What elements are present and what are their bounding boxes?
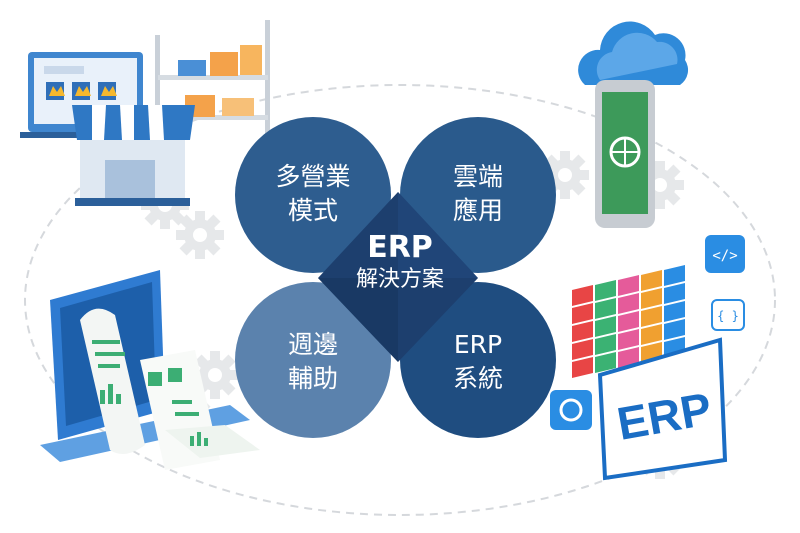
- color-tile: [572, 303, 593, 324]
- color-tile: [618, 347, 639, 368]
- laptop-receipt-illustration-icon: [40, 270, 260, 470]
- petal-bottom-left-label: 週邊 輔助: [253, 328, 373, 396]
- petal-bottom-right-line1: ERP: [453, 330, 503, 359]
- color-tile: [664, 319, 685, 340]
- center-subtitle: 解決方案: [355, 267, 444, 292]
- color-tile: [618, 329, 639, 350]
- color-tile: [618, 311, 639, 332]
- petal-bottom-left-line1: 週邊: [287, 330, 338, 359]
- color-tile: [664, 283, 685, 304]
- braces-badge: { }: [717, 309, 739, 323]
- erp-dashboard-illustration-icon: </> { } ERP: [550, 235, 745, 481]
- petal-bottom-right: [400, 282, 556, 438]
- color-tile: [595, 280, 616, 301]
- petal-bottom-right-line2: 系統: [452, 364, 503, 393]
- store-illustration-icon: [20, 20, 270, 206]
- petal-bottom-left-line2: 輔助: [287, 364, 338, 393]
- color-tile: [664, 265, 685, 286]
- color-tile: [595, 298, 616, 319]
- color-tile: [641, 306, 662, 327]
- code-badge: </>: [712, 248, 737, 264]
- petal-top-right-label: 雲端 應用: [418, 160, 538, 228]
- color-tile: [572, 339, 593, 360]
- color-tile: [595, 334, 616, 355]
- color-tile: [572, 357, 593, 378]
- color-tile: [664, 301, 685, 322]
- color-tile: [572, 285, 593, 306]
- petal-top-right-line1: 雲端: [452, 162, 503, 191]
- petal-top-left-label: 多營業 模式: [253, 160, 373, 228]
- color-tile: [595, 352, 616, 373]
- center-label: ERP 解決方案: [330, 230, 470, 294]
- orbit-ring: [24, 84, 776, 516]
- petal-top-right-line2: 應用: [452, 196, 503, 225]
- petal-top-left-line1: 多營業: [275, 162, 351, 191]
- petal-top-left: [235, 117, 391, 273]
- color-tile: [641, 288, 662, 309]
- center-title: ERP: [367, 230, 433, 265]
- petal-top-left-line2: 模式: [287, 196, 338, 225]
- color-tile: [618, 293, 639, 314]
- cloud-phone-illustration-icon: [578, 21, 689, 228]
- color-tile: [572, 321, 593, 342]
- petal-top-right: [400, 117, 556, 273]
- color-tile: [641, 324, 662, 345]
- color-tile: [641, 270, 662, 291]
- petal-bottom-right-label: ERP 系統: [418, 328, 538, 396]
- color-tile: [595, 316, 616, 337]
- color-tile: [618, 275, 639, 296]
- petal-bottom-left: [235, 282, 391, 438]
